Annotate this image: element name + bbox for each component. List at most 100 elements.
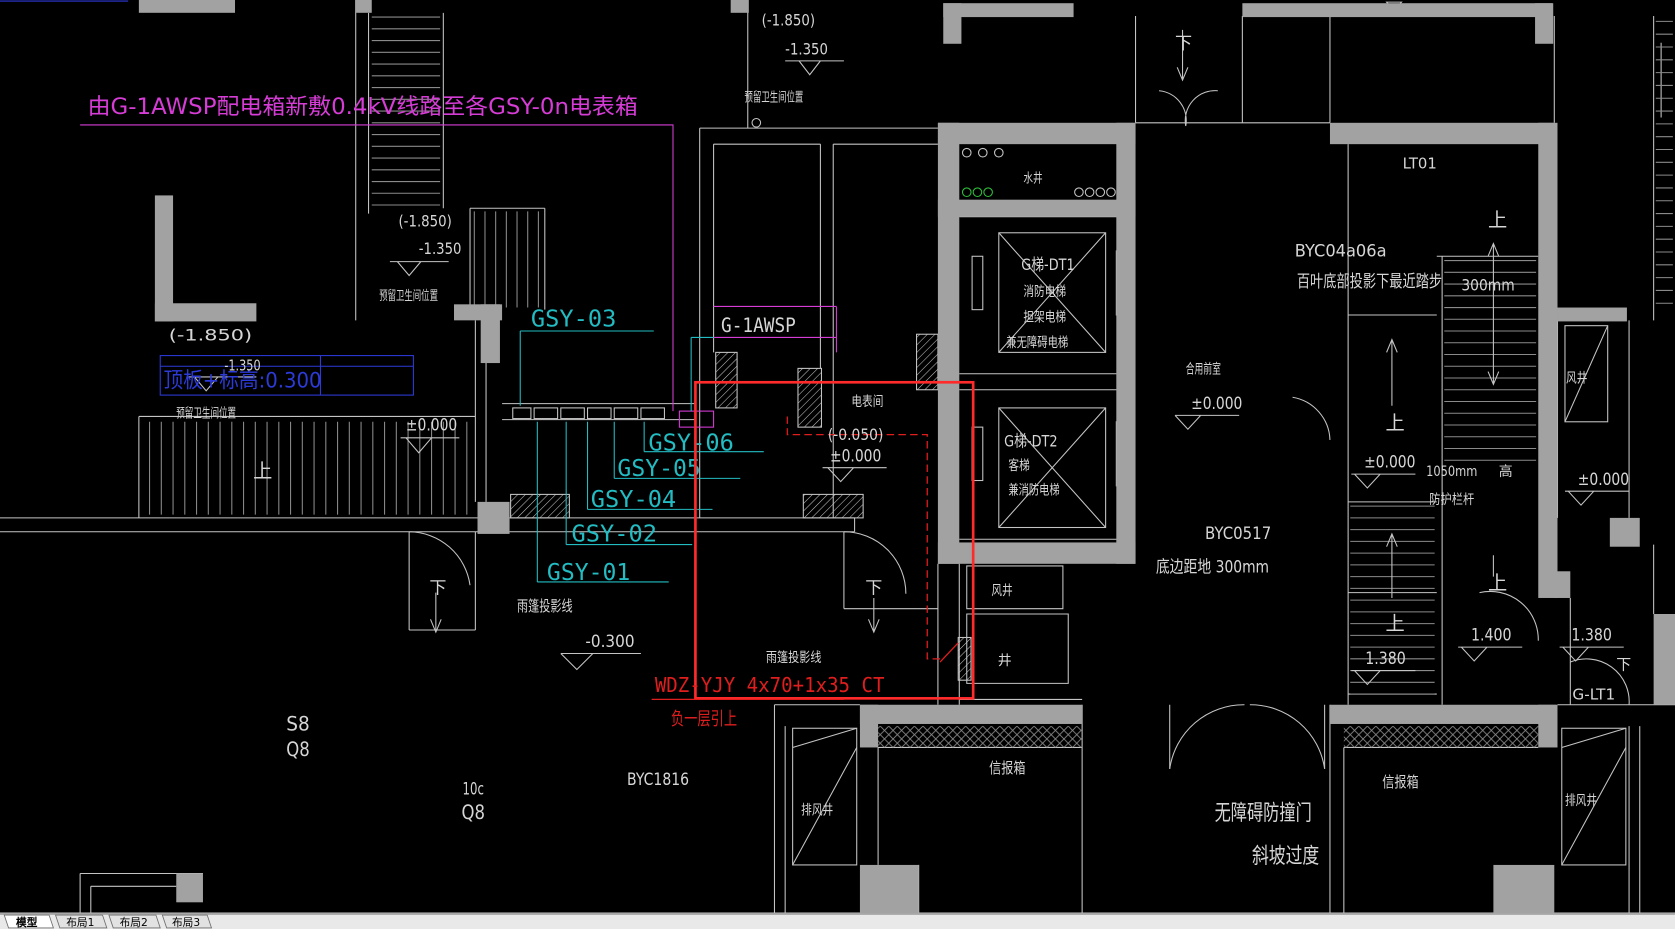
stair-up-label: 上 xyxy=(253,459,272,482)
blue-note-text: 顶板+标高:0.300 xyxy=(163,369,321,394)
mailbox-label-right: 信报箱 xyxy=(1382,773,1418,791)
grid-label-q8: Q8 xyxy=(286,738,310,761)
stair-down-label: 下 xyxy=(429,579,446,599)
level-top: -1.350 xyxy=(785,39,828,58)
level-right: ±0.000 xyxy=(1578,470,1629,490)
stair-down-label: 下 xyxy=(1175,34,1192,54)
elevator-dt1-line3: 担架电梯 xyxy=(1023,309,1066,325)
louver-label-byc04: BYC04a06a xyxy=(1295,241,1387,261)
level-marks xyxy=(186,60,1630,686)
ramp-note: 斜坡过度 xyxy=(1252,844,1319,869)
tab-layout3[interactable]: 布局3 xyxy=(161,914,213,929)
meter-box-row xyxy=(502,403,695,421)
tab-label: 布局1 xyxy=(66,916,94,929)
level-step-1: 1.380 xyxy=(1365,649,1406,669)
door-note: 无障碍防撞门 xyxy=(1215,801,1312,826)
hatched-columns xyxy=(510,333,972,681)
level-meter-room: ±0.000 xyxy=(830,446,881,466)
drawing-labels: (-1.850) -1.350 预留卫生间位置 (-1.850) -1.350 … xyxy=(169,11,1631,869)
water-shaft-fixtures xyxy=(751,117,1116,198)
level-left-floor: ±0.000 xyxy=(406,415,457,435)
feed-note: 由G-1AWSP配电箱新敷0.4kV线路至各GSY-0n电表箱 xyxy=(88,94,638,120)
tab-layout1[interactable]: 布局1 xyxy=(54,914,108,929)
window-note-byc0517: 底边距地 300mm xyxy=(1156,557,1269,577)
meter-box-label-gsy-05: GSY-05 xyxy=(617,454,700,482)
stair-down-label: 下 xyxy=(1616,656,1631,674)
tab-label: 模型 xyxy=(16,916,38,929)
meter-box-label-gsy-04: GSY-04 xyxy=(591,485,676,513)
exhaust-shaft-label-right: 排风井 xyxy=(1565,793,1597,809)
stair-up-label: 上 xyxy=(1386,612,1405,635)
stair-arrows xyxy=(430,1,1500,634)
level-meter-room-bracket: (-0.050) xyxy=(828,425,884,444)
meter-box-label-gsy-03: GSY-03 xyxy=(531,305,616,333)
stair-treads-far-right xyxy=(1655,20,1673,304)
meter-room-label: 电表间 xyxy=(851,394,883,410)
window-label-byc0517: BYC0517 xyxy=(1205,524,1271,544)
tab-label: 布局3 xyxy=(172,916,200,929)
feed-route: 由G-1AWSP配电箱新敷0.4kV线路至各GSY-0n电表箱 xyxy=(80,94,837,428)
stair-treads-top-mid xyxy=(473,211,539,308)
toilet-reserved-label-left: 预留卫生间位置 xyxy=(176,407,236,422)
stair-treads-top-left xyxy=(371,16,441,206)
level-canopy: -0.300 xyxy=(585,632,634,652)
level-lobby: ±0.000 xyxy=(1191,394,1242,414)
air-shaft-label: 风井 xyxy=(991,583,1012,599)
lobby-label: 合用前室 xyxy=(1186,361,1221,378)
grid-label-10c: 10c xyxy=(463,779,484,799)
cable-spec: WDZ-YJY 4x70+1x35 CT xyxy=(655,673,885,697)
rail-label: 防护栏杆 xyxy=(1429,492,1474,508)
meter-box-label-gsy-02: GSY-02 xyxy=(572,519,657,547)
toilet-reserved-label-mid: 预留卫生间位置 xyxy=(379,289,438,304)
grid-label-s8: S8 xyxy=(286,712,310,735)
mailbox-band-right xyxy=(1343,726,1539,748)
meter-box-leaders: GSY-03 GSY-06 GSY-05 GSY-04 GSY-02 GSY-0… xyxy=(519,305,764,586)
exhaust-shaft-left xyxy=(792,727,858,866)
elevator-dt1-line2: 消防电梯 xyxy=(1023,284,1066,300)
elevator-core-walls xyxy=(937,122,1136,564)
level-step-3: 1.380 xyxy=(1571,626,1612,646)
grid-label-q8: Q8 xyxy=(461,801,485,824)
water-shaft-label: 水井 xyxy=(1023,172,1042,187)
stair-treads-lower-left xyxy=(149,421,468,515)
elevator-dt2-id: G梯-DT2 xyxy=(1004,431,1057,450)
window-label-byc1816: BYC1816 xyxy=(627,770,689,790)
canopy-line-label-right: 雨篷投影线 xyxy=(766,650,822,666)
stair-id-glt1: G-LT1 xyxy=(1572,685,1615,703)
shaft-label-partial: 井 xyxy=(998,653,1012,669)
door-swings xyxy=(409,90,1630,769)
incoming-cable: WDZ-YJY 4x70+1x35 CT 负一层引上 xyxy=(651,416,959,730)
stair-core-walls xyxy=(1329,122,1640,598)
tab-label: 布局2 xyxy=(120,916,148,929)
stair-up-label: 上 xyxy=(1488,571,1507,594)
panel-id: G-1AWSP xyxy=(721,314,796,337)
level-left-bracket: (-1.850) xyxy=(169,326,252,345)
level-stair-landing: ±0.000 xyxy=(1364,453,1415,473)
elevator-dt1-line4: 兼无障碍电梯 xyxy=(1006,335,1068,351)
elevator-dt2-line2: 客梯 xyxy=(1008,457,1029,474)
layout-tab-bar: 模型 布局1 布局2 布局3 xyxy=(0,913,1675,929)
stair-id-lt01: LT01 xyxy=(1403,155,1437,173)
stair-up-label: 上 xyxy=(1386,411,1405,434)
level-mid-bracket: (-1.850) xyxy=(398,211,451,230)
meter-box-label-gsy-01: GSY-01 xyxy=(547,558,630,586)
elevator-dt2-line3: 兼消防电梯 xyxy=(1008,482,1059,498)
level-left: -1.350 xyxy=(224,357,260,375)
mailbox-label-left: 信报箱 xyxy=(989,759,1025,777)
walls xyxy=(138,0,1675,913)
level-top-bracket: (-1.850) xyxy=(762,11,815,30)
elevator-dt1-id: G梯-DT1 xyxy=(1021,255,1074,274)
tab-layout2[interactable]: 布局2 xyxy=(108,914,161,929)
right-air-shaft-label: 风井 xyxy=(1566,370,1587,386)
rail-height: 1050mm xyxy=(1426,464,1477,480)
air-shaft-right xyxy=(1564,325,1609,423)
tab-model[interactable]: 模型 xyxy=(3,914,55,929)
stair-down-label: 下 xyxy=(865,579,882,599)
level-mid: -1.350 xyxy=(419,239,462,258)
level-step-2: 1.400 xyxy=(1471,626,1512,646)
toilet-reserved-label-top: 预留卫生间位置 xyxy=(745,90,804,105)
cable-origin: 负一层引上 xyxy=(671,709,737,730)
highlight-box[interactable] xyxy=(694,380,975,700)
